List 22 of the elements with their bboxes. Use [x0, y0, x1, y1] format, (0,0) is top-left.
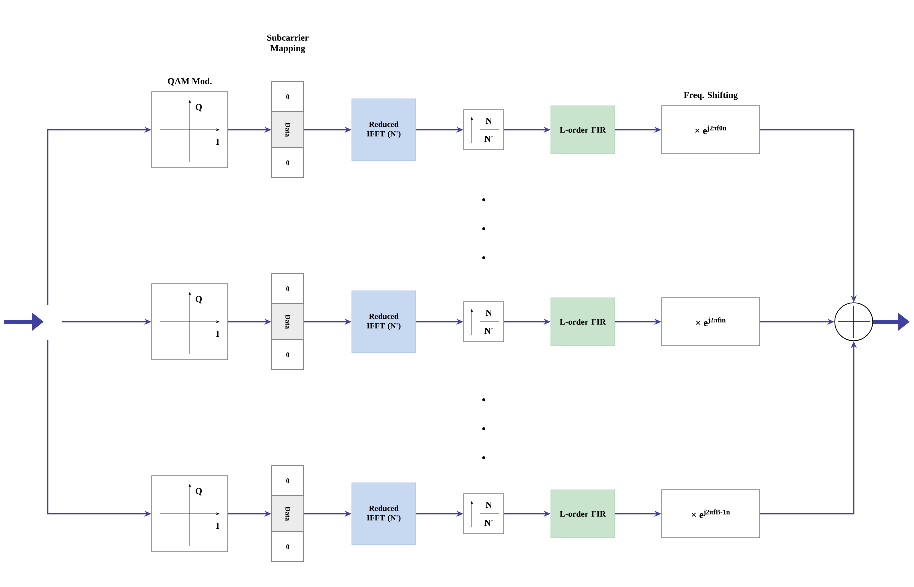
axis-label: I	[216, 331, 220, 337]
filter-box: L-order FIR	[550, 298, 616, 346]
ifft-box: Reduced IFFT (N')	[352, 98, 416, 162]
multiplier-box: × e$^{j2πfin}$	[662, 298, 760, 346]
upsampler-box: N N'	[464, 302, 504, 342]
filter-box: L-order FIR	[550, 106, 616, 154]
axis-label: Q	[196, 104, 202, 112]
axis-label: Q	[196, 488, 202, 496]
ifft-box: Reduced IFFT (N')	[352, 290, 416, 354]
axis-label: I	[216, 139, 220, 145]
multiplier-box: × e$^{j2πfB-1n}$	[662, 490, 760, 538]
block-heading: QAM Mod.	[168, 78, 212, 86]
axis-label: I	[216, 523, 220, 529]
block-heading: Freq. Shifting	[684, 92, 738, 100]
axis-label: Q	[196, 296, 202, 304]
upsampler-box: N N'	[464, 494, 504, 534]
upsampler-box: N N'	[464, 110, 504, 150]
summing-junction	[834, 302, 874, 342]
block-heading: Subcarrier Mapping	[268, 34, 309, 54]
ifft-box: Reduced IFFT (N')	[352, 482, 416, 546]
filter-box: L-order FIR	[550, 490, 616, 538]
multiplier-box: × e$^{j2πf0n}$	[662, 106, 760, 154]
